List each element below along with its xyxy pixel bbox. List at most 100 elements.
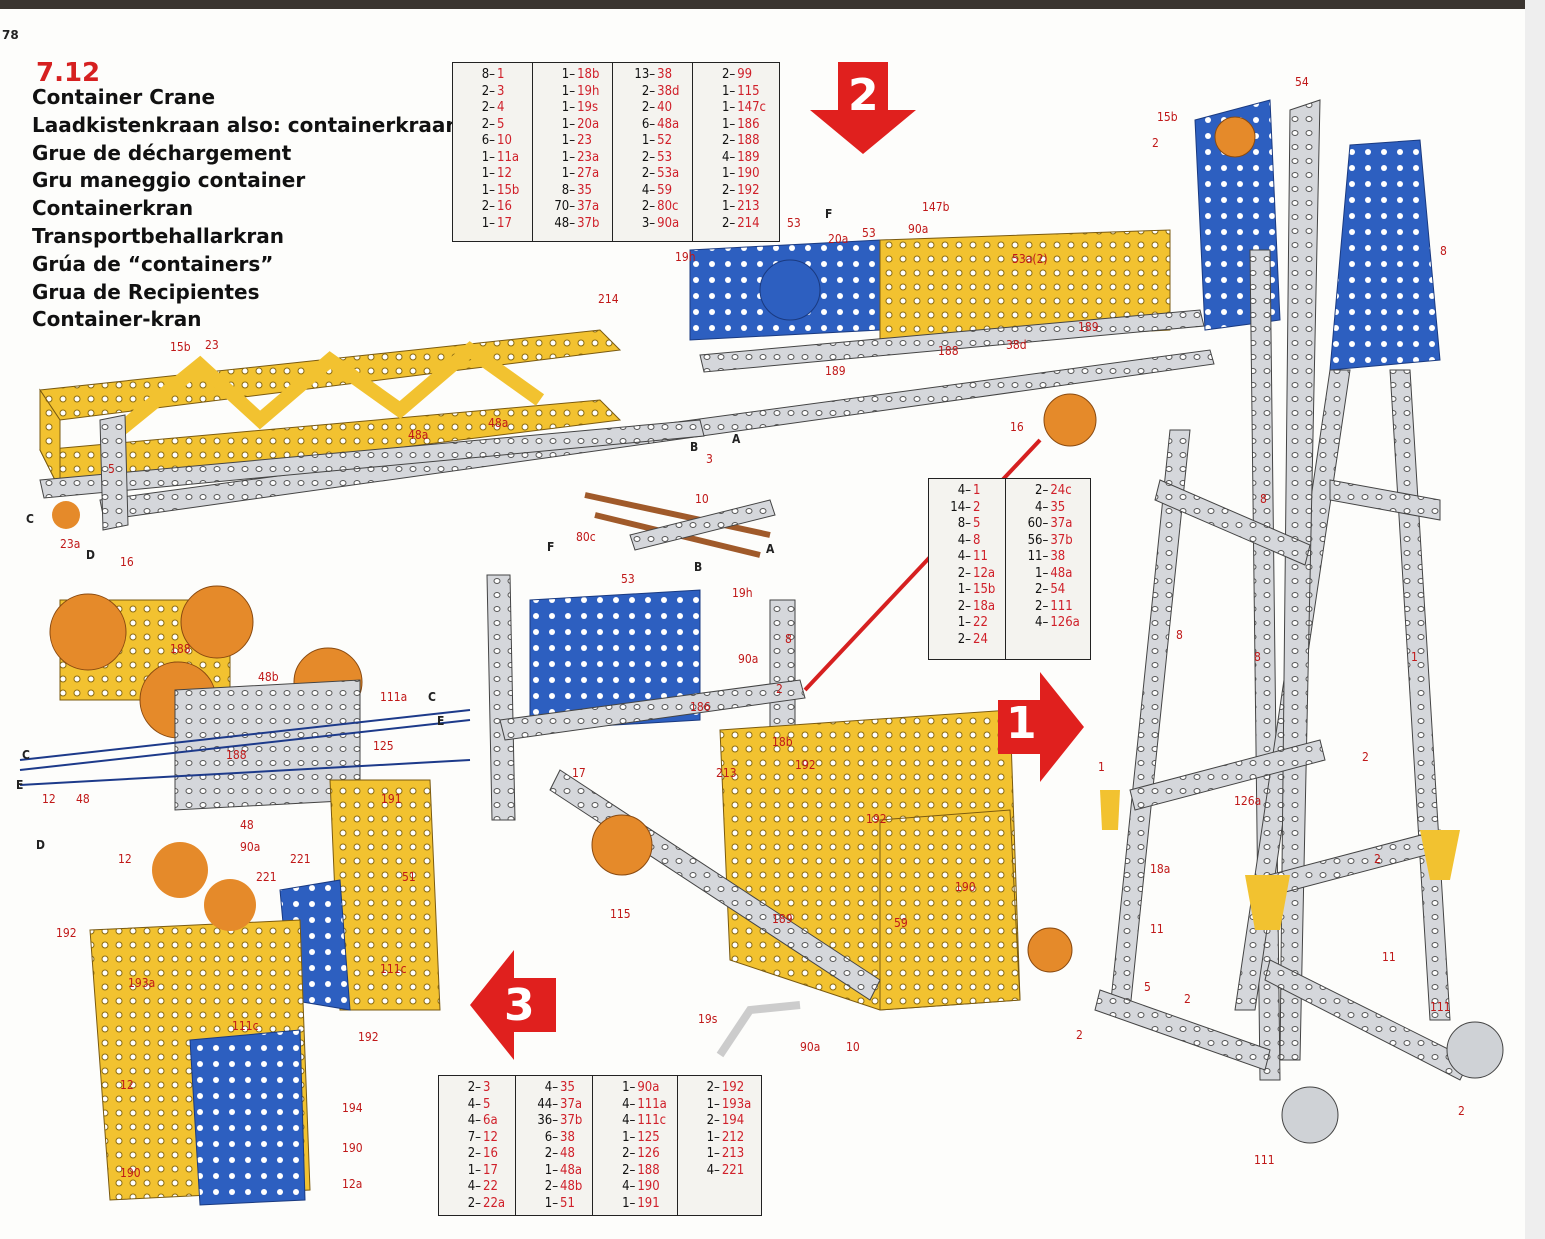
part-number: 6a <box>483 1113 498 1128</box>
part-callout: 111 <box>1430 1000 1451 1014</box>
part-quantity: 13– <box>634 67 656 82</box>
part-number: 54 <box>1050 582 1066 597</box>
part-callout: 192 <box>866 812 887 826</box>
part-number: 111a <box>637 1096 667 1112</box>
part-number: 190 <box>637 1179 660 1194</box>
part-quantity: 2– <box>721 67 736 82</box>
part-callout: C <box>22 748 30 762</box>
parts-row: 1–190 <box>703 166 769 183</box>
part-callout: D <box>86 548 95 562</box>
part-number: 22a <box>483 1195 506 1211</box>
part-callout: E <box>16 778 24 792</box>
parts-row: 1–115 <box>703 84 769 101</box>
part-number: 23a <box>577 149 600 165</box>
part-quantity: 2– <box>544 1146 559 1161</box>
parts-row: 11–38 <box>1016 549 1080 566</box>
part-number: 18a <box>973 598 996 614</box>
part-quantity: 6– <box>481 133 495 148</box>
part-quantity: 8– <box>561 182 576 198</box>
part-number: 51 <box>560 1195 575 1211</box>
part-callout: 48b <box>258 670 279 684</box>
parts-row: 1–19s <box>543 100 602 117</box>
part-number: 37b <box>560 1113 583 1128</box>
parts-row: 4–1 <box>939 483 995 500</box>
part-number: 12 <box>483 1129 498 1145</box>
part-number: 125 <box>637 1129 660 1145</box>
part-quantity: 2– <box>481 116 495 132</box>
title-nl: Laadkistenkraan also: containerkraan <box>32 112 460 137</box>
part-callout: 193a <box>128 976 156 990</box>
part-number: 192 <box>737 182 760 198</box>
parts-row: 1–22 <box>939 615 995 632</box>
part-quantity: 2– <box>467 1195 481 1211</box>
parts-row: 2–48 <box>526 1146 582 1163</box>
part-callout: 19s <box>698 1012 718 1026</box>
part-callout: 11 <box>1382 950 1396 964</box>
part-quantity: 1– <box>706 1146 720 1161</box>
part-callout: 23 <box>205 338 219 352</box>
part-callout: 192 <box>56 926 77 940</box>
part-number: 8 <box>973 532 981 548</box>
trolley-drawing <box>19 585 471 1206</box>
part-quantity: 2– <box>641 149 656 165</box>
part-quantity: 6– <box>641 116 656 132</box>
parts-row: 2–5 <box>463 117 522 134</box>
part-quantity: 44– <box>537 1096 559 1112</box>
part-callout: 188 <box>170 642 191 656</box>
parts-row: 4–8 <box>939 533 995 550</box>
part-callout: 12 <box>120 1078 134 1092</box>
part-callout: 125 <box>373 739 394 753</box>
part-quantity: 1– <box>481 215 495 231</box>
winding-bars-drawing <box>584 492 776 558</box>
parts-row: 1–23 <box>543 133 602 150</box>
parts-row: 1–19h <box>543 84 602 101</box>
part-number: 221 <box>721 1162 745 1178</box>
part-callout: 111c <box>232 1019 259 1033</box>
part-callout: 8 <box>785 632 792 646</box>
part-number: 22 <box>483 1179 498 1194</box>
parts-row: 2–12a <box>939 566 995 583</box>
part-quantity: 1– <box>481 166 495 181</box>
part-callout: 111 <box>1254 1153 1275 1167</box>
parts-row: 2–99 <box>703 67 769 84</box>
part-callout: 214 <box>598 292 619 306</box>
parts-row: 6–38 <box>526 1130 582 1147</box>
parts-row: 2–16 <box>463 199 522 216</box>
title-de: Containerkran <box>32 196 194 221</box>
part-callout: 189 <box>1078 320 1099 334</box>
parts-row: 2–24 <box>939 632 995 649</box>
title-en: Container Crane <box>32 85 216 109</box>
parts-row: 1–191 <box>603 1196 667 1213</box>
title-fr: Grue de déchargement <box>32 140 292 165</box>
part-quantity: 56– <box>1027 532 1049 548</box>
parts-row: 2–40 <box>623 100 682 117</box>
part-callout: 8 <box>1260 492 1267 506</box>
part-callout: 8 <box>1440 244 1447 258</box>
part-quantity: 1– <box>467 1162 481 1178</box>
jib-boom-drawing <box>39 229 1215 531</box>
parts-row: 2–126 <box>603 1146 667 1163</box>
part-quantity: 1– <box>957 615 971 630</box>
part-number: 4 <box>497 100 505 115</box>
part-quantity: 4– <box>957 549 971 564</box>
part-number: 38d <box>657 83 680 99</box>
part-number: 11 <box>973 549 988 564</box>
parts-row: 1–48a <box>526 1163 582 1180</box>
part-callout: 189 <box>772 912 793 926</box>
parts-row: 2–48b <box>526 1179 583 1196</box>
part-quantity: 1– <box>622 1129 636 1145</box>
parts-row: 2–111 <box>1016 599 1080 616</box>
part-number: 213 <box>737 199 760 214</box>
parts-row: 1–15b <box>939 582 996 599</box>
part-callout: 90a <box>800 1040 821 1054</box>
parts-row: 56–37b <box>1016 533 1080 550</box>
part-callout: 90a <box>240 840 261 854</box>
part-callout: 38d <box>1006 338 1027 352</box>
parts-row: 2–194 <box>688 1113 752 1130</box>
part-callout: 213 <box>716 766 737 780</box>
part-number: 22 <box>973 615 988 630</box>
step-1-arrow: 1 <box>998 672 1084 782</box>
parts-row: 2–22a <box>449 1196 505 1213</box>
part-quantity: 1– <box>561 149 576 165</box>
